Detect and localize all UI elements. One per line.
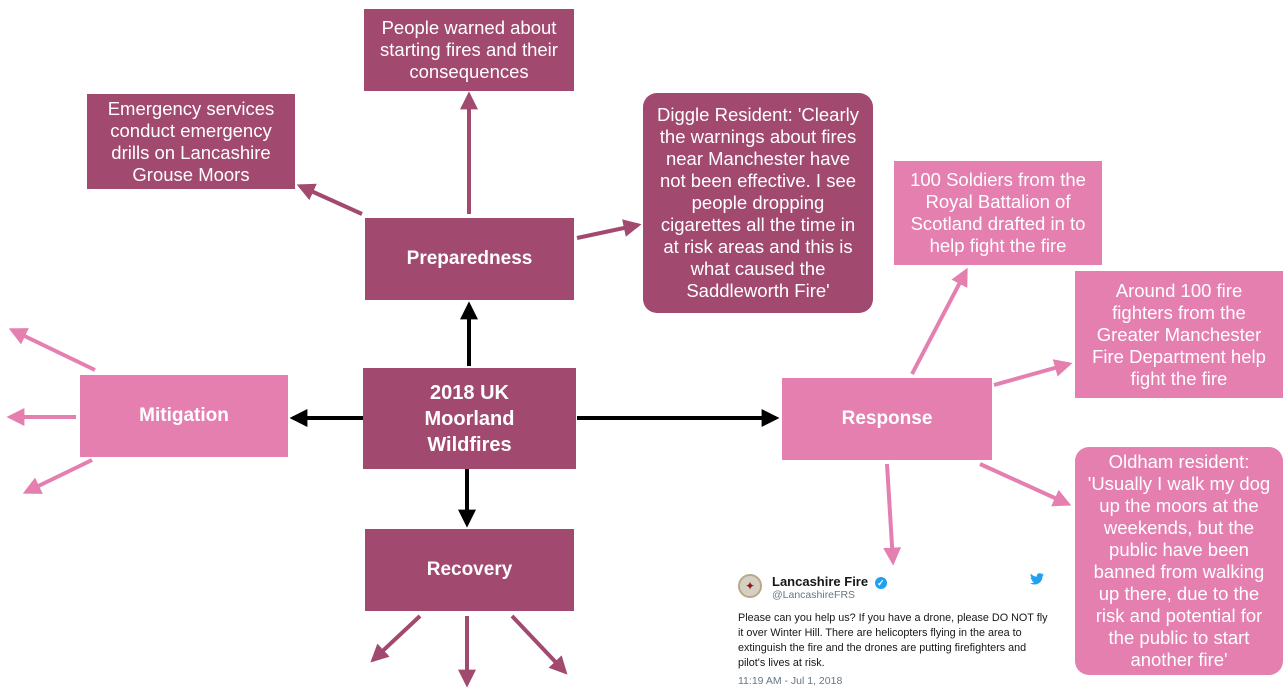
lancashire-fire-tweet: ✦ Lancashire Fire ✓ @LancashireFRS Pleas…: [732, 568, 1052, 688]
arrow-mitigation-downleft: [22, 458, 93, 494]
center-topic-box: 2018 UK Moorland Wildfires: [363, 368, 576, 469]
preparedness-box: Preparedness: [365, 218, 574, 300]
arrow-recovery-right: [510, 614, 568, 675]
response-oldham-quote-text: Oldham resident: 'Usually I walk my dog …: [1087, 451, 1271, 670]
recovery-label: Recovery: [426, 559, 513, 580]
arrow-recovery-left: [370, 614, 422, 663]
prep-drills-box: Emergency services conduct emergency dri…: [87, 94, 295, 189]
tweet-account-name: Lancashire Fire: [772, 574, 869, 589]
arrow-response-to-soldiers: [910, 267, 968, 375]
mitigation-box: Mitigation: [80, 375, 288, 457]
recovery-box: Recovery: [365, 529, 574, 611]
preparedness-label: Preparedness: [406, 248, 533, 269]
center-topic-label: 2018 UK Moorland Wildfires: [424, 381, 515, 456]
tweet-handle: @LancashireFRS: [772, 589, 856, 601]
arrow-response-to-oldham: [979, 462, 1072, 507]
response-firefighters-box: Around 100 fire fighters from the Greate…: [1075, 271, 1283, 398]
response-soldiers-box: 100 Soldiers from the Royal Battalion of…: [894, 161, 1102, 265]
twitter-bird-icon: [1030, 572, 1044, 588]
response-label: Response: [841, 408, 933, 429]
prep-diggle-quote-text: Diggle Resident: 'Clearly the warnings a…: [657, 104, 859, 301]
response-soldiers-text: 100 Soldiers from the Royal Battalion of…: [910, 169, 1086, 256]
response-box: Response: [782, 378, 992, 460]
prep-warned-text: People warned about starting fires and t…: [380, 17, 558, 82]
arrow-prep-to-diggle: [576, 219, 642, 240]
tweet-timestamp: 11:19 AM - Jul 1, 2018: [738, 675, 843, 687]
prep-drills-text: Emergency services conduct emergency dri…: [107, 97, 275, 185]
fire-service-crest-icon: ✦: [738, 574, 762, 598]
prep-diggle-quote-box: Diggle Resident: 'Clearly the warnings a…: [643, 93, 873, 313]
verified-badge-icon: ✓: [874, 576, 887, 589]
response-firefighters-text: Around 100 fire fighters from the Greate…: [1092, 279, 1266, 389]
arrow-response-to-tweet: [883, 463, 902, 566]
arrow-prep-to-drills: [296, 183, 363, 216]
arrow-response-to-firefighters: [993, 359, 1073, 387]
prep-warned-box: People warned about starting fires and t…: [364, 9, 574, 91]
tweet-body: Please can you help us? If you have a dr…: [738, 612, 1048, 669]
response-oldham-quote-box: Oldham resident: 'Usually I walk my dog …: [1075, 447, 1283, 675]
mitigation-label: Mitigation: [139, 405, 229, 426]
arrow-mitigation-upleft: [8, 328, 96, 372]
